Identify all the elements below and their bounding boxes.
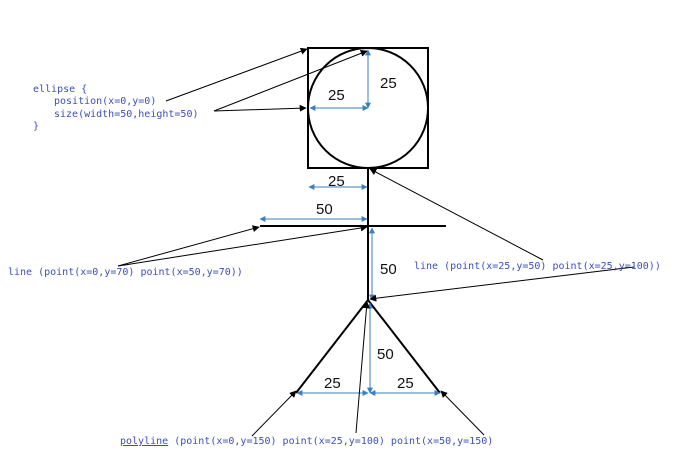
ellipse-size-pointer-top xyxy=(213,50,368,112)
ellipse-code-line-2: position(x=0,y=0) xyxy=(54,96,156,107)
left-leg-width-label: 25 xyxy=(324,375,341,392)
body-start-pointer xyxy=(369,168,544,261)
figure-shapes xyxy=(260,47,446,394)
body-end-pointer xyxy=(369,266,635,302)
annotation-arrows xyxy=(117,47,635,437)
body-line-code: line (point(x=25,y=50) point(x=25,y=100)… xyxy=(414,261,661,272)
polyline-left-pointer xyxy=(251,390,297,437)
neck-offset-label: 25 xyxy=(328,173,345,190)
arm-width-label: 50 xyxy=(316,201,333,218)
polyline-mid-pointer xyxy=(355,301,370,434)
dimension-arrows xyxy=(259,49,441,396)
body-height-label: 50 xyxy=(380,261,397,278)
ellipse-size-pointer-side xyxy=(213,104,307,112)
code-annotations: ellipse { position(x=0,y=0) size(width=5… xyxy=(8,84,661,447)
polyline-keyword: polyline xyxy=(120,436,168,447)
ellipse-code-line-4: } xyxy=(33,121,39,132)
arm-line-code: line (point(x=0,y=70) point(x=50,y=70)) xyxy=(8,267,243,278)
arm-start-pointer xyxy=(117,225,260,267)
polyline-code: polyline (point(x=0,y=150) point(x=25,y=… xyxy=(120,436,493,447)
ellipse-code-line-3: size(width=50,height=50) xyxy=(54,109,199,120)
legs-height-label: 50 xyxy=(377,346,394,363)
arm-end-pointer xyxy=(117,224,368,267)
head-radius-vertical-label: 25 xyxy=(380,75,397,92)
legs-polyline xyxy=(295,298,441,394)
head-radius-horizontal-label: 25 xyxy=(328,87,345,104)
dimension-labels: 25 25 25 50 50 50 25 25 xyxy=(316,75,414,392)
ellipse-position-pointer xyxy=(165,47,308,102)
ellipse-code-line-1: ellipse { xyxy=(33,84,87,95)
polyline-points: (point(x=0,y=150) point(x=25,y=100) poin… xyxy=(168,436,493,447)
right-leg-width-label: 25 xyxy=(397,375,414,392)
polyline-right-pointer xyxy=(440,390,485,436)
